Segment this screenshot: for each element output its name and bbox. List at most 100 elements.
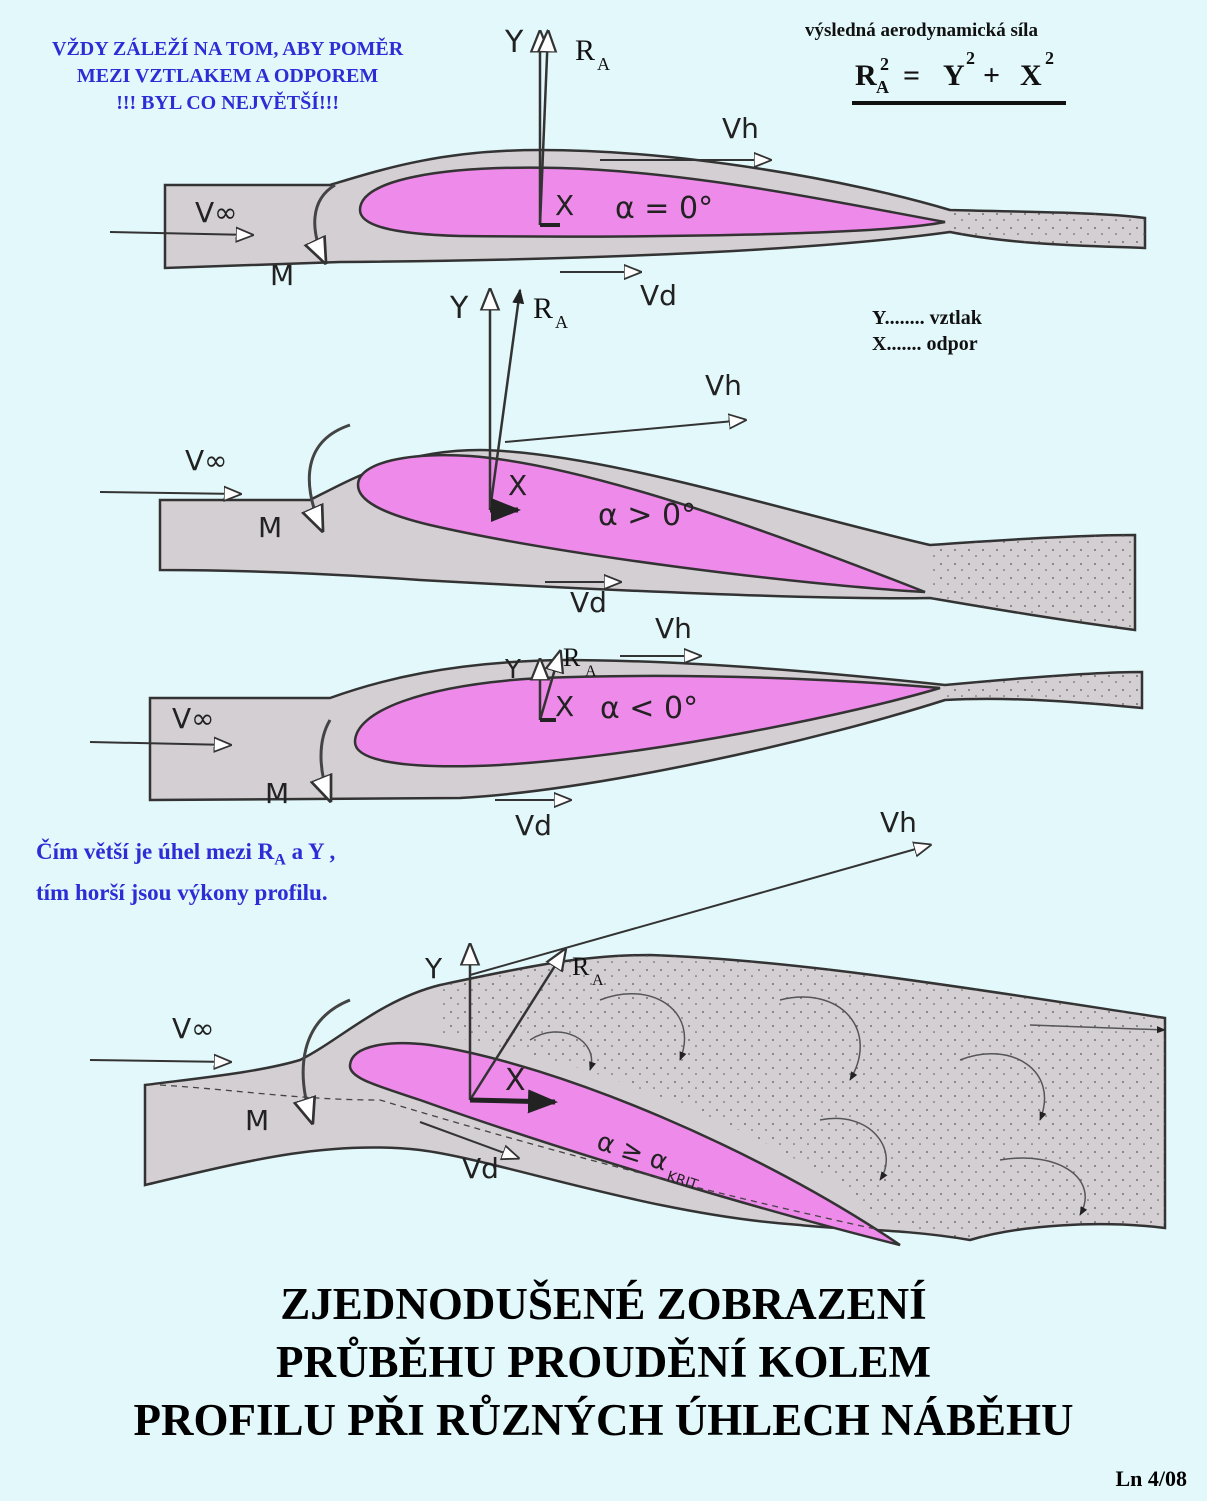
y-label-4: Y xyxy=(424,952,443,985)
mid-note-sub: A xyxy=(274,851,286,869)
airfoil-4 xyxy=(348,1041,901,1247)
airfoil-1 xyxy=(358,166,946,238)
m-label-2: M xyxy=(258,511,282,544)
case-alpha-negative: Y R A X α < 0° V∞ Vh Vd M xyxy=(89,612,1144,842)
wake-3 xyxy=(945,672,1142,708)
v-inf-label-1: V∞ xyxy=(195,196,237,229)
ra-arrow-4 xyxy=(468,950,565,1101)
mid-note-line-1: Čím větší je úhel mezi RA a Y , xyxy=(36,836,335,877)
m-arrow-3 xyxy=(321,719,330,800)
formula-y: Y xyxy=(943,59,965,92)
v-h-label-4: Vh xyxy=(880,806,917,839)
mid-note-line-2: tím horší jsou výkony profilu. xyxy=(36,879,328,905)
v-d-label-2: Vd xyxy=(570,586,607,619)
v-d-arrow-4 xyxy=(419,1121,518,1158)
m-arrow-1 xyxy=(315,183,336,262)
legend-drag: X....... odpor xyxy=(872,333,978,355)
document-code: Ln 4/08 xyxy=(1115,1466,1187,1491)
m-arrow-4 xyxy=(303,998,351,1122)
vortex-3 xyxy=(959,1053,1047,1121)
formula-r-exp: 2 xyxy=(880,54,889,74)
v-inf-arrow-3 xyxy=(89,742,230,745)
v-d-label-3: Vd xyxy=(515,809,552,842)
alpha-label-3: α < 0° xyxy=(600,691,698,726)
ra-label-3: R xyxy=(563,643,581,672)
v-h-label-2: Vh xyxy=(705,369,742,402)
x-label-1: X xyxy=(555,189,574,222)
formula-y-exp: 2 xyxy=(966,48,975,68)
title-line-2: PRŮBĚHU PROUDĚNÍ KOLEM xyxy=(275,1337,932,1387)
formula: R A 2 = Y 2 + X 2 xyxy=(852,48,1066,105)
mid-note: Čím větší je úhel mezi RA a Y , tím horš… xyxy=(36,836,335,909)
wake-2 xyxy=(930,535,1135,630)
x-label-2: X xyxy=(508,469,527,502)
wake-flow-arrow-4 xyxy=(1029,1024,1166,1034)
legend: Y........ vztlak X....... odpor xyxy=(872,305,982,357)
ra-arrow-3 xyxy=(538,652,560,721)
v-h-label-1: Vh xyxy=(722,112,759,145)
airfoil-3 xyxy=(353,674,941,768)
streamline-4 xyxy=(159,1084,881,1231)
ra-sub-1: A xyxy=(597,54,610,74)
v-h-arrow-4 xyxy=(469,845,930,976)
vortex-2 xyxy=(779,996,861,1081)
ra-sub-4: A xyxy=(592,972,604,989)
x-label-4: X xyxy=(505,1063,526,1098)
y-label-1: Y xyxy=(504,25,524,60)
v-h-label-3: Vh xyxy=(655,612,692,645)
case-alpha-critical: Y R A X α ≥ α KRIT V∞ Vh Vd M xyxy=(89,806,1167,1247)
m-label-3: M xyxy=(265,777,289,810)
formula-underline xyxy=(852,101,1066,105)
v-inf-arrow-2 xyxy=(99,492,240,494)
vortex-6 xyxy=(529,1031,596,1071)
v-h-arrow-2 xyxy=(504,420,745,443)
formula-x-exp: 2 xyxy=(1045,48,1054,68)
ra-arrow-2 xyxy=(488,288,525,511)
m-arrow-2 xyxy=(309,423,351,530)
ra-label-2: R xyxy=(533,292,553,325)
top-note: VŽDY ZÁLEŽÍ NA TOM, ABY POMĚR MEZI VZTLA… xyxy=(52,36,403,117)
x-arrow-4 xyxy=(469,1089,558,1114)
y-label-2: Y xyxy=(449,291,469,326)
case-alpha-positive: Y R A X α > 0° V∞ Vh Vd M xyxy=(99,288,1137,632)
v-d-label-1: Vd xyxy=(640,279,677,312)
ra-label-1: R xyxy=(575,34,595,67)
legend-lift: Y........ vztlak xyxy=(872,307,982,329)
m-label-1: M xyxy=(270,259,294,292)
mid-note-text-a: Čím větší je úhel mezi R xyxy=(36,839,275,864)
page-title: ZJEDNODUŠENÉ ZOBRAZENÍ PRŮBĚHU PROUDĚNÍ … xyxy=(0,1275,1207,1449)
mid-note-text-b: a Y , xyxy=(285,839,336,864)
vortex-5 xyxy=(999,1157,1088,1216)
ra-sub-2: A xyxy=(555,312,568,332)
alpha-label-2: α > 0° xyxy=(598,498,696,533)
formula-caption: výsledná aerodynamická síla xyxy=(805,20,1038,41)
v-inf-arrow-4 xyxy=(89,1060,230,1062)
formula-r: R xyxy=(855,59,877,92)
title-line-1: ZJEDNODUŠENÉ ZOBRAZENÍ xyxy=(280,1279,927,1329)
airfoil-2 xyxy=(356,453,926,594)
v-inf-label-4: V∞ xyxy=(172,1012,214,1045)
wake-1 xyxy=(950,210,1145,248)
ra-sub-3: A xyxy=(585,663,597,680)
v-d-label-4: Vd xyxy=(462,1152,499,1185)
top-note-line-1: VŽDY ZÁLEŽÍ NA TOM, ABY POMĚR xyxy=(52,38,404,60)
alpha-label-1: α = 0° xyxy=(615,191,713,226)
v-inf-label-3: V∞ xyxy=(172,702,214,735)
v-inf-arrow-1 xyxy=(109,232,252,235)
formula-plus: + xyxy=(983,59,1000,92)
x-label-3: X xyxy=(555,690,574,723)
vortex-1 xyxy=(599,993,687,1061)
m-label-4: M xyxy=(245,1104,269,1137)
y-label-3: Y xyxy=(504,655,521,685)
top-note-line-2: MEZI VZTLAKEM A ODPOREM xyxy=(76,65,379,87)
v-inf-label-2: V∞ xyxy=(185,444,227,477)
formula-eq: = xyxy=(903,59,920,92)
separated-wake-4 xyxy=(440,955,1165,1240)
title-line-3: PROFILU PŘI RŮZNÝCH ÚHLECH NÁBĚHU xyxy=(133,1395,1074,1445)
case-alpha-zero: Y R A X α = 0° V∞ Vh Vd M xyxy=(109,25,1147,312)
top-note-line-3: !!! BYL CO NEJVĚTŠÍ!!! xyxy=(116,92,339,114)
ra-label-4: R xyxy=(572,952,590,981)
formula-x: X xyxy=(1020,59,1042,92)
vortex-4 xyxy=(819,1117,888,1181)
